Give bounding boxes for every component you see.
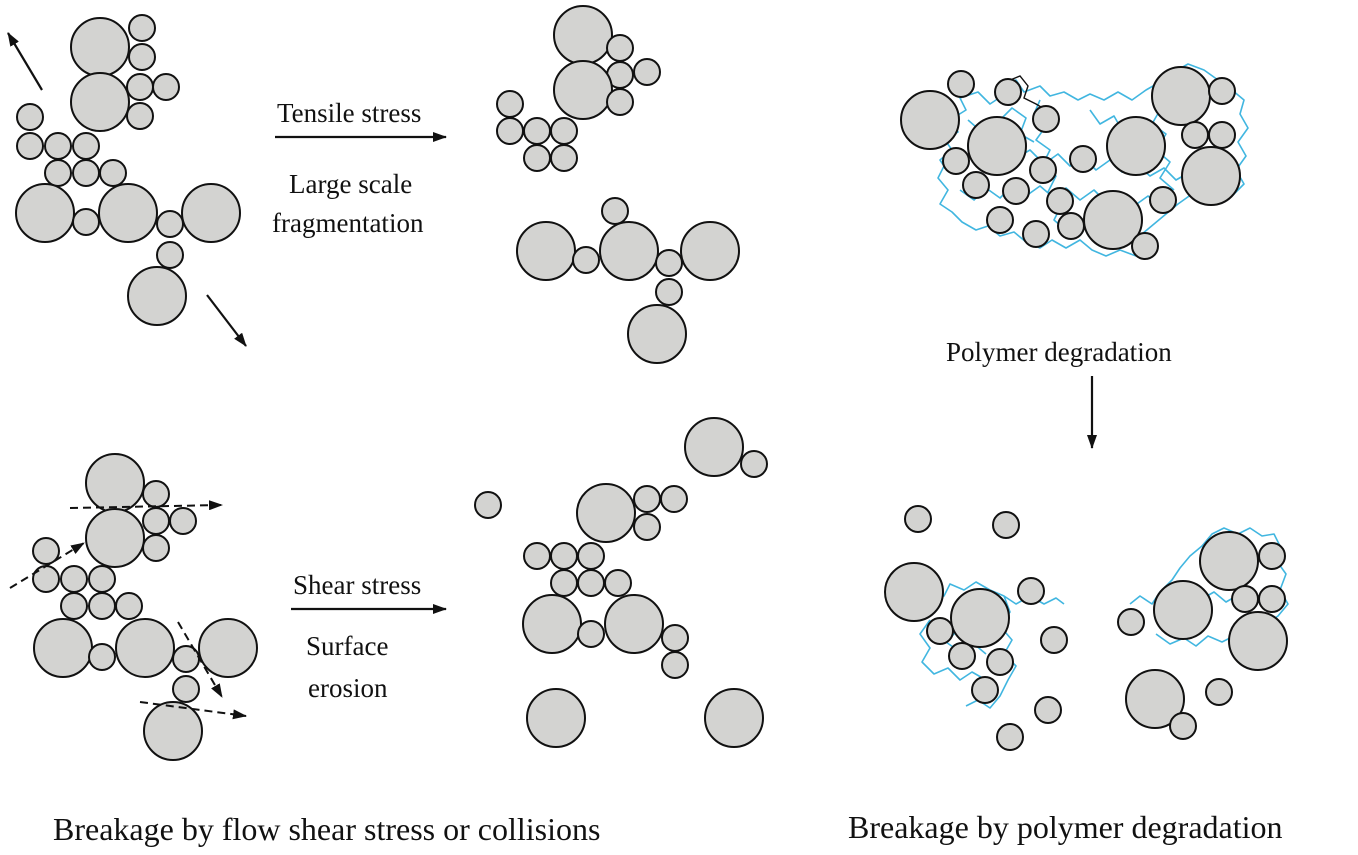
label-shear-stress: Shear stress [293,570,421,600]
tension-arrow-up [7,32,43,91]
caption-left: Breakage by flow shear stress or collisi… [53,811,600,847]
caption-right: Breakage by polymer degradation [848,809,1283,845]
degraded-fragments [884,505,1289,751]
label-surface: Surface [306,631,388,661]
label-large-scale: Large scale [289,169,412,199]
shear-flow-lines [9,500,247,720]
label-fragmentation: fragmentation [272,208,424,238]
tensile-aggregate [15,14,241,326]
large-fragment-upper [496,5,661,172]
label-polymer-degradation: Polymer degradation [946,337,1172,367]
tension-arrow-down [206,294,247,347]
label-erosion: erosion [308,673,388,703]
shear-aggregate [32,453,258,761]
large-fragment-lower [516,197,740,364]
eroded-aggregate [474,417,768,748]
polymer-bridged-floc [900,63,1249,260]
label-tensile-stress: Tensile stress [277,98,421,128]
